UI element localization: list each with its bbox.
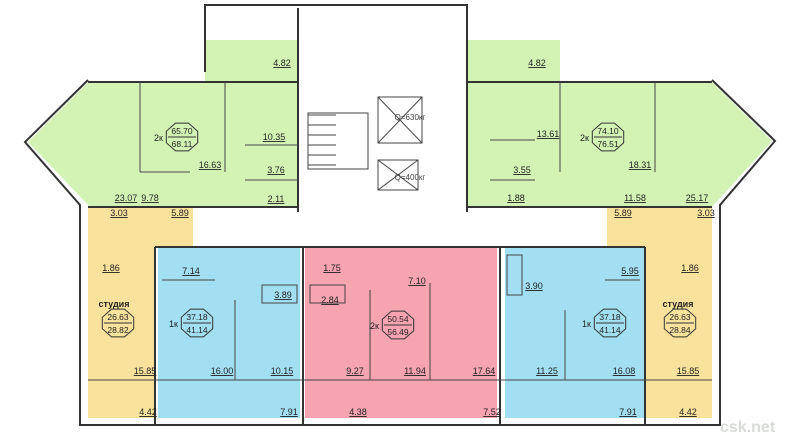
room-area: 5.89 [614,208,632,218]
octagon-badge-icon [180,308,214,338]
room-area: 3.55 [513,165,531,175]
room-area: 16.00 [211,366,234,376]
right-2k-area [467,40,772,207]
center-2k-area-badge [381,310,415,340]
room-area: 1.86 [681,263,699,273]
room-area: 2.11 [268,194,285,204]
room-area: 4.42 [139,407,157,417]
apartment-right-2k[interactable] [467,40,772,207]
room-area: 1.75 [323,263,341,273]
room-area: 5.95 [621,266,639,276]
room-area: 18.31 [629,160,652,170]
room-area: 3.03 [697,208,715,218]
room-area: 13.61 [537,129,560,139]
left-1k-area-badge [180,308,214,338]
walls [23,4,777,426]
room-area: 10.15 [271,366,294,376]
living-area: 74.10 [597,126,619,136]
stair-core: Q=630кг Q=400кг [307,96,426,191]
room-area: 3.76 [267,165,285,175]
apartment-type: студия [663,299,694,309]
room-area: 4.82 [273,58,291,68]
octagon-badge-icon [165,122,199,152]
room-area: 16.63 [199,160,222,170]
apartment-right-studio[interactable] [607,207,712,418]
living-area: 37.18 [186,312,208,322]
octagon-badge-icon [101,308,135,338]
elevator-large [377,96,423,144]
watermark: csk.net [720,419,776,436]
room-area: 11.58 [624,193,646,203]
apartment-type: 2к [154,133,163,143]
apartment-type: 1к [169,319,178,329]
octagon-badge-icon [381,310,415,340]
room-area: 7.14 [182,266,200,276]
room-area: 15.85 [134,366,157,376]
left-studio-area [88,207,193,418]
room-area: 3.89 [274,290,292,300]
right-2k-area-badge [591,122,625,152]
living-area: 26.63 [669,312,691,322]
left-1k-area [158,247,300,418]
apartment-type: студия [99,299,130,309]
elevator-small [377,159,419,191]
room-area: 9.27 [346,366,364,376]
total-area: 41.14 [599,325,621,335]
apartment-left-2k[interactable] [28,40,298,207]
left-2k-area-badge [165,122,199,152]
left-studio-area-badge [101,308,135,338]
elevator-capacity-small: Q=400кг [395,173,426,182]
room-area: 2.84 [321,295,339,305]
room-area: 25.17 [686,193,709,203]
room-area: 3.90 [525,281,543,291]
room-area: 17.64 [473,366,496,376]
total-area: 56.49 [387,327,409,337]
room-area: 5.89 [171,208,189,218]
center-2k-area [305,247,497,418]
room-area: 9.78 [141,193,159,203]
apartment-left-studio[interactable] [88,207,193,418]
right-studio-area [607,207,712,418]
right-1k-area-badge [593,308,627,338]
living-area: 26.63 [107,312,129,322]
room-area: 11.25 [536,366,558,376]
apartment-center-2k[interactable] [305,247,497,418]
total-area: 28.84 [669,325,691,335]
total-area: 76.51 [597,139,619,149]
room-area: 23.07 [115,193,138,203]
left-2k-area [28,40,298,207]
room-area: 1.86 [102,263,120,273]
room-area: 3.03 [110,208,128,218]
room-area: 15.85 [677,366,700,376]
apartment-left-1k[interactable] [158,247,300,418]
room-area: 7.91 [280,407,298,417]
elevator-capacity-large: Q=630кг [395,113,426,122]
apartment-type: 2к [370,321,379,331]
room-area: 4.82 [528,58,546,68]
living-area: 50.54 [387,314,409,324]
room-area: 11.94 [404,366,426,376]
room-area: 7.10 [408,276,426,286]
total-area: 68.11 [172,139,193,149]
room-area: 7.91 [619,407,637,417]
total-area: 41.14 [186,325,208,335]
living-area: 65.70 [171,126,193,136]
room-area: 4.38 [349,407,367,417]
room-area: 10.35 [263,132,286,142]
room-area: 4.42 [679,407,697,417]
living-area: 37.18 [599,312,621,322]
octagon-badge-icon [663,308,697,338]
room-area: 7.52 [483,407,501,417]
apartment-type: 1к [582,319,591,329]
room-area: 16.08 [613,366,636,376]
room-area: 1.88 [507,193,525,203]
octagon-badge-icon [591,122,625,152]
apartment-type: 2к [580,133,589,143]
total-area: 28.82 [107,325,129,335]
octagon-badge-icon [593,308,627,338]
right-studio-area-badge [663,308,697,338]
